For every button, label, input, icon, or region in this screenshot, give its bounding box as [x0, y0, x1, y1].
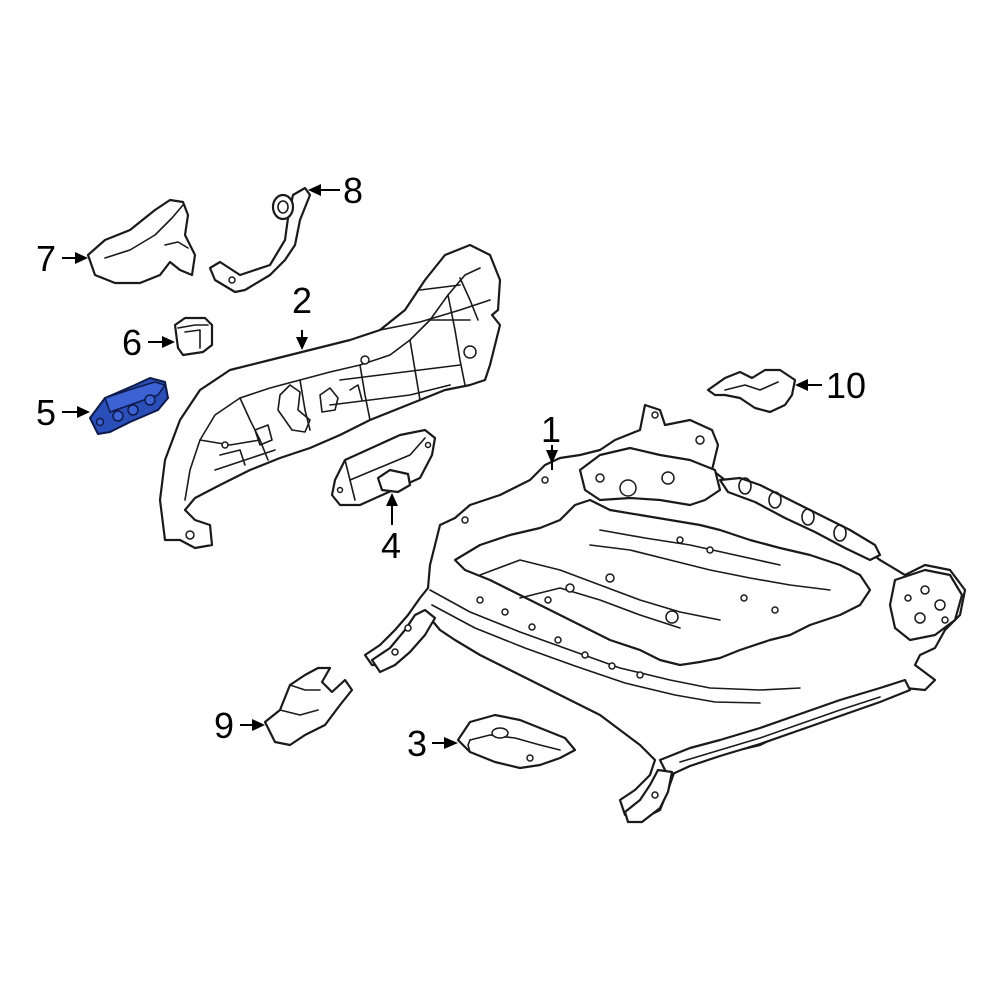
- callout-3[interactable]: 3: [407, 723, 427, 764]
- callout-7[interactable]: 7: [36, 238, 56, 279]
- callout-8[interactable]: 8: [343, 170, 363, 211]
- callout-1[interactable]: 1: [541, 409, 561, 450]
- part-7-cover[interactable]: [86, 198, 197, 285]
- leader-arrows: [62, 184, 822, 749]
- part-1-seat-frame[interactable]: [363, 403, 967, 824]
- callout-9[interactable]: 9: [214, 705, 234, 746]
- part-5-seat-switch[interactable]: [89, 377, 169, 435]
- callout-10[interactable]: 10: [826, 365, 866, 406]
- part-4-control-module[interactable]: [330, 428, 437, 507]
- callout-2[interactable]: 2: [292, 280, 312, 321]
- callout-4[interactable]: 4: [381, 525, 401, 566]
- part-6-clip[interactable]: [173, 316, 214, 357]
- part-8-wire-bracket[interactable]: [208, 186, 312, 294]
- callout-6[interactable]: 6: [122, 322, 142, 363]
- part-10-trim-piece[interactable]: [706, 368, 797, 414]
- part-2-side-shield[interactable]: [158, 243, 502, 550]
- callout-labels: 1 2 3 4 5 6 7 8 9 10: [36, 170, 866, 764]
- callout-5[interactable]: 5: [36, 392, 56, 433]
- part-9-cover-piece[interactable]: [263, 666, 354, 747]
- part-3-bracket[interactable]: [456, 713, 577, 770]
